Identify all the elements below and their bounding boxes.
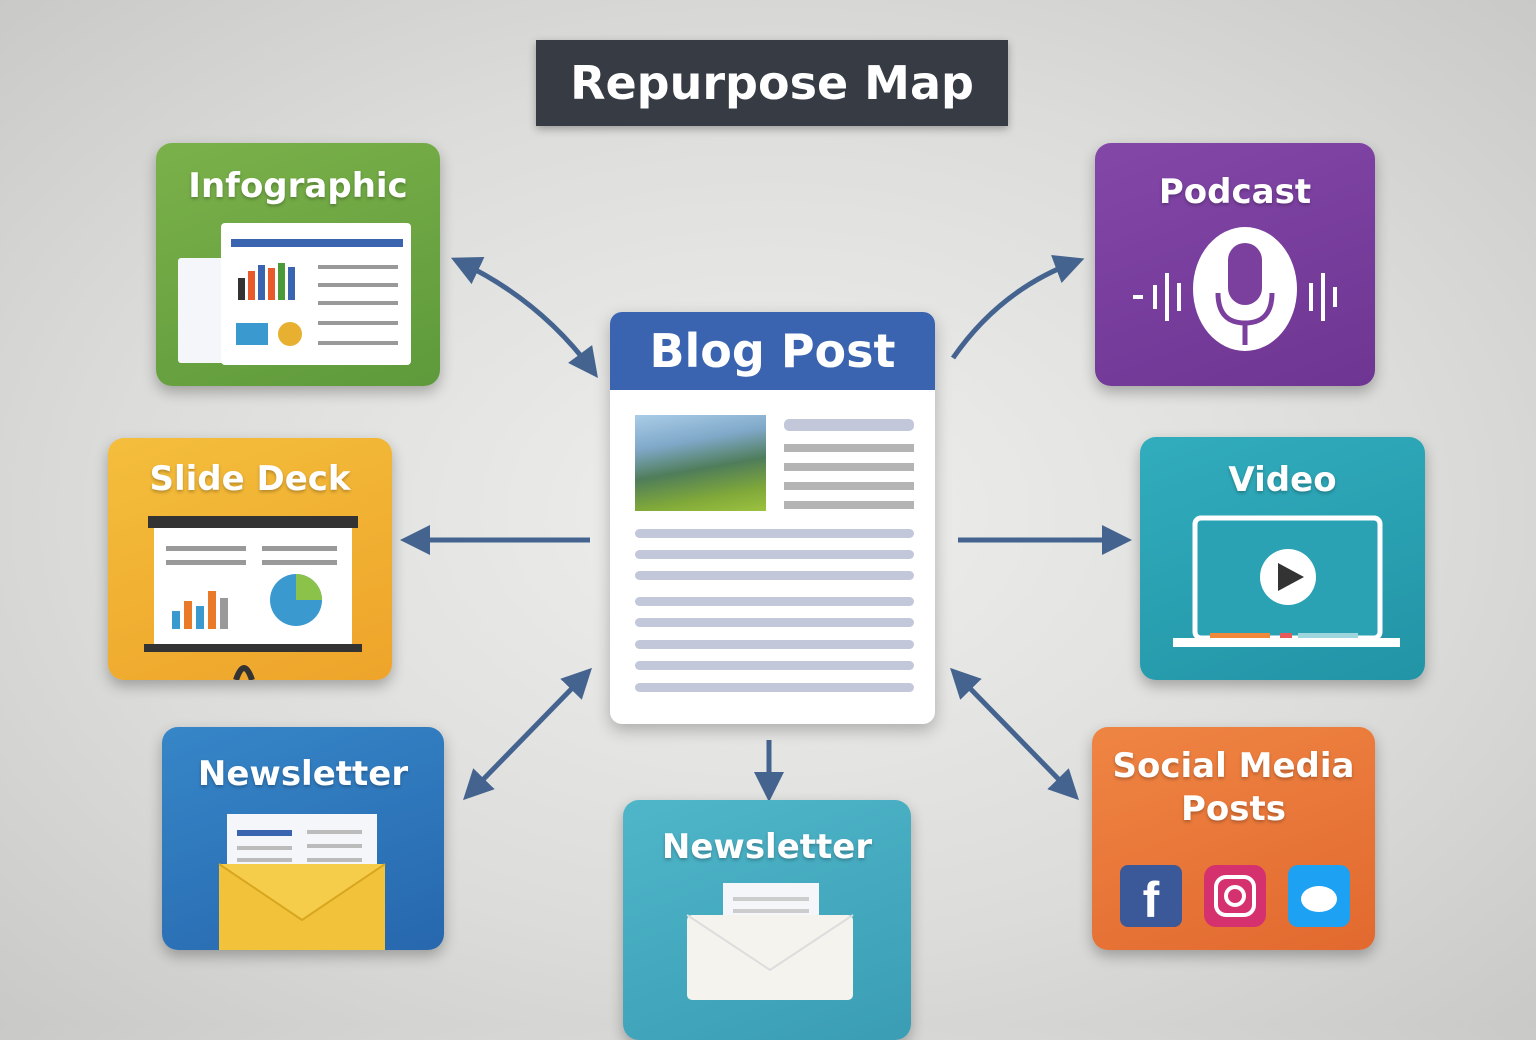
arrow-newsletter-left (463, 667, 592, 801)
node-social-media[interactable]: Social Media Posts f (1092, 727, 1375, 950)
text-line (635, 683, 914, 692)
text-line (784, 482, 914, 490)
blog-post-title: Blog Post (610, 312, 935, 390)
envelope-icon (686, 883, 854, 1000)
text-line (784, 463, 914, 471)
text-line (635, 640, 914, 649)
node-newsletter-bottom[interactable]: Newsletter (623, 800, 911, 1040)
text-line (635, 661, 914, 670)
text-line (784, 444, 914, 452)
text-line (635, 618, 914, 627)
text-line (635, 597, 914, 606)
presentation-board-icon (144, 516, 362, 680)
node-slide-deck[interactable]: Slide Deck (108, 438, 392, 680)
page-title: Repurpose Map (536, 40, 1008, 126)
node-label-line1: Social Media (1112, 746, 1355, 786)
node-label: Slide Deck (149, 459, 351, 499)
node-newsletter-left[interactable]: Newsletter (162, 727, 444, 950)
node-podcast[interactable]: Podcast (1095, 143, 1375, 386)
svg-text:f: f (1143, 872, 1160, 928)
infographic-icon (178, 223, 411, 365)
node-label-line2: Posts (1180, 788, 1286, 829)
text-line (635, 529, 914, 538)
arrow-infographic (450, 257, 598, 379)
center-blog-post[interactable]: Blog Post (610, 312, 935, 724)
twitter-icon (1288, 865, 1350, 927)
node-video[interactable]: Video (1140, 437, 1425, 680)
text-line (784, 419, 914, 431)
node-label: Podcast (1158, 172, 1312, 212)
instagram-icon (1204, 865, 1266, 927)
text-line (635, 550, 914, 559)
mountain-image (635, 415, 766, 511)
node-infographic[interactable]: Infographic (156, 143, 440, 386)
text-line (784, 501, 914, 509)
node-label: Infographic (188, 166, 408, 206)
text-line (635, 571, 914, 580)
microphone-icon (1133, 227, 1337, 351)
arrow-social (950, 667, 1079, 801)
social-icons: f (1120, 865, 1350, 928)
arrow-podcast (950, 254, 1085, 360)
laptop-play-icon (1173, 515, 1400, 647)
node-label: Newsletter (197, 754, 409, 794)
facebook-icon: f (1120, 865, 1182, 928)
node-label: Newsletter (661, 827, 873, 867)
envelope-icon (218, 814, 386, 950)
node-label: Video (1228, 460, 1337, 500)
